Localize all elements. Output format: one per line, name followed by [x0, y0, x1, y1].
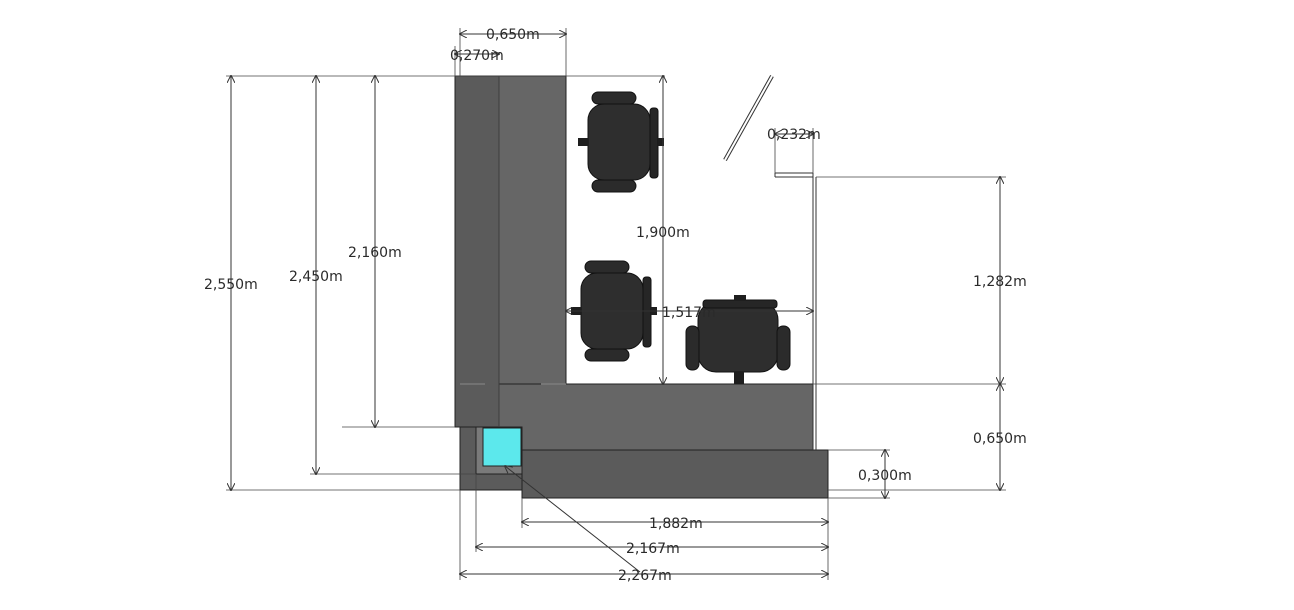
office-chair: [577, 91, 665, 193]
dim-label-right-height: 1,282m: [973, 274, 1027, 290]
desk-left-top: [498, 75, 567, 428]
dim-label-width-top: 0,650m: [486, 27, 540, 43]
dim-label-step-height: 0,300m: [858, 468, 912, 484]
dim-label-height-2160: 2,160m: [348, 245, 402, 261]
dim-label-height-total: 2,550m: [204, 277, 258, 293]
cyan-block: [482, 427, 522, 467]
dim-label-height-2450: 2,450m: [289, 269, 343, 285]
desk-left-back-strip: [454, 75, 500, 428]
dimension-labels: 0,650m 0,270m 2,550m 2,450m 2,160m 1,900…: [204, 27, 1027, 584]
desk-base-bottom: [521, 449, 829, 499]
dimension-lines: [231, 34, 1000, 574]
dim-label-bottom-2267: 2,267m: [618, 568, 672, 584]
extension-lines: [226, 28, 1006, 580]
door-leaf: [723, 75, 774, 161]
dim-label-wall-small: 0,232m: [767, 127, 821, 143]
desk-l-shape: [454, 75, 829, 499]
office-chair: [685, 295, 791, 384]
dim-label-bottom-depth: 0,650m: [973, 431, 1027, 447]
dim-label-bottom-2167: 2,167m: [626, 541, 680, 557]
dim-label-left-strip: 0,270m: [450, 48, 504, 64]
dim-label-bottom-1882: 1,882m: [649, 516, 703, 532]
dim-label-desk-depth: 1,900m: [636, 225, 690, 241]
dim-label-interior-width: 1,517m: [662, 305, 716, 321]
desk-bottom-top: [498, 383, 814, 451]
